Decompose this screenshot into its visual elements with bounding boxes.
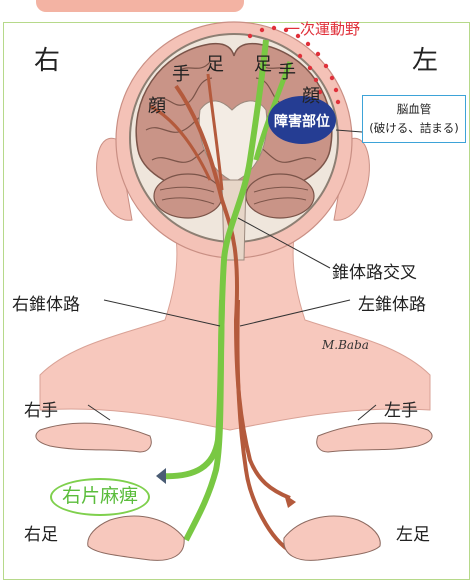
label-right-foot-cortex: 足	[206, 50, 224, 76]
label-motor-cortex: 一次運動野	[285, 18, 360, 39]
label-right-hand-cortex: 手	[172, 60, 190, 86]
label-left-foot-cortex: 足	[254, 50, 272, 76]
label-right-side: 右	[34, 40, 60, 77]
label-left-hand: 左手	[384, 396, 418, 421]
label-left-face: 顔	[302, 82, 320, 108]
label-left-side: 左	[412, 40, 438, 77]
signature: M.Baba	[322, 338, 369, 352]
left-hand	[317, 423, 432, 452]
right-hand	[36, 423, 151, 452]
label-left-foot: 左足	[396, 520, 430, 545]
label-right-foot: 右足	[24, 520, 58, 545]
vessel-detail: (破ける、詰まる)	[363, 119, 465, 138]
label-paralysis: 右片麻痺	[50, 478, 150, 516]
vessel-title: 脳血管	[363, 100, 465, 119]
cerebellum-right	[154, 174, 222, 218]
cerebellum-left	[246, 174, 314, 218]
left-foot	[284, 516, 380, 560]
label-left-hand-cortex: 手	[278, 58, 296, 84]
label-right-tract: 右錐体路	[12, 290, 80, 315]
label-decussation: 錐体路交叉	[332, 258, 417, 283]
label-right-hand: 右手	[24, 396, 58, 421]
left-tract-arrow	[156, 468, 166, 484]
label-lesion: 障害部位	[274, 111, 330, 131]
right-foot	[88, 516, 184, 560]
label-left-tract: 左錐体路	[358, 290, 426, 315]
vessel-box: 脳血管 (破ける、詰まる)	[362, 95, 466, 143]
label-right-face: 顔	[148, 92, 166, 118]
